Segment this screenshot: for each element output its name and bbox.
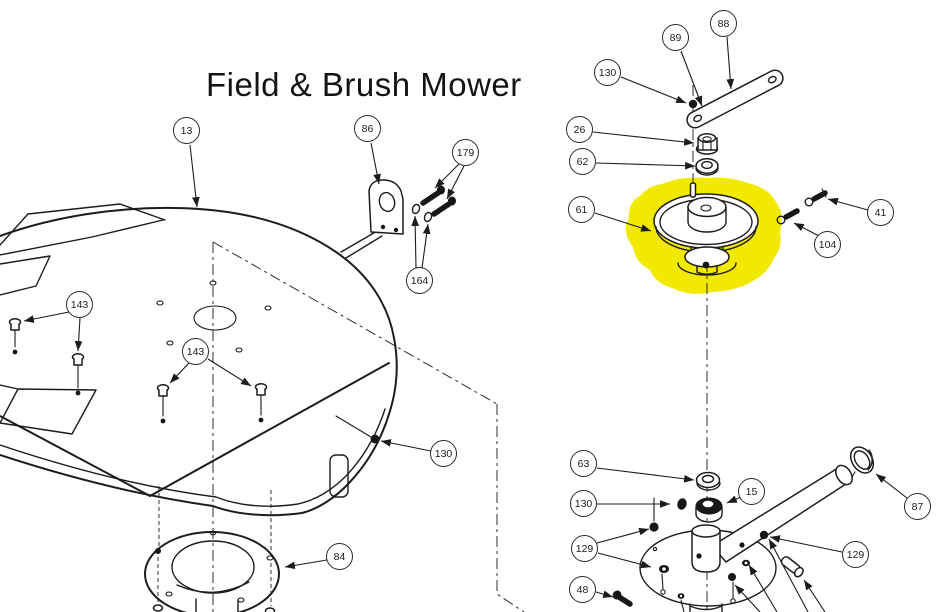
callout-62: 62 — [569, 148, 596, 175]
callout-129: 129 — [842, 541, 869, 568]
callout-89: 89 — [662, 24, 689, 51]
washer-63 — [695, 471, 721, 491]
washers-164 — [411, 203, 433, 223]
callout-88: 88 — [710, 10, 737, 37]
bolt-143 — [156, 384, 170, 424]
callout-179: 179 — [452, 139, 479, 166]
callout-48: 48 — [569, 576, 596, 603]
ring-pin-41 — [804, 188, 828, 207]
callout-129: 129 — [571, 535, 598, 562]
cap-87 — [849, 446, 875, 478]
spindle-collar — [691, 524, 721, 573]
hardware-179 — [420, 185, 456, 217]
bolt-143 — [71, 353, 85, 396]
disc-fasteners — [649, 497, 804, 612]
callout-104: 104 — [814, 231, 841, 258]
callout-143: 143 — [182, 338, 209, 365]
bolt-143 — [254, 383, 268, 423]
shaft-below-disc — [689, 603, 723, 612]
ring-pin-104 — [776, 208, 800, 225]
ball-130-top — [688, 99, 698, 109]
bolt-48 — [612, 590, 633, 607]
callout-130: 130 — [570, 490, 597, 517]
ball-130-deck — [370, 434, 380, 444]
callout-130: 130 — [430, 440, 457, 467]
callout-15: 15 — [738, 478, 765, 505]
washer-62 — [695, 158, 719, 176]
handle-tube — [711, 464, 853, 563]
callout-41: 41 — [867, 199, 894, 226]
bearing-15 — [695, 497, 723, 523]
callout-61: 61 — [568, 196, 595, 223]
callout-63: 63 — [570, 450, 597, 477]
ball-130-lower — [677, 498, 687, 510]
callout-86: 86 — [354, 115, 381, 142]
callout-130: 130 — [594, 59, 621, 86]
callout-13: 13 — [173, 117, 200, 144]
flange-84 — [144, 486, 280, 612]
callout-87: 87 — [904, 493, 931, 520]
callout-84: 84 — [326, 543, 353, 570]
pulley-61 — [653, 182, 759, 276]
leader-lines — [23, 36, 908, 612]
mower-deck — [0, 203, 398, 517]
locknut-26 — [695, 133, 719, 155]
page-title: Field & Brush Mower — [206, 66, 522, 103]
callout-164: 164 — [406, 267, 433, 294]
tension-arm-88 — [686, 69, 784, 129]
callout-26: 26 — [566, 116, 593, 143]
deck-bolts-143 — [8, 318, 268, 424]
bracket-86 — [340, 179, 404, 259]
bolt-143 — [8, 318, 22, 355]
callout-143: 143 — [66, 291, 93, 318]
